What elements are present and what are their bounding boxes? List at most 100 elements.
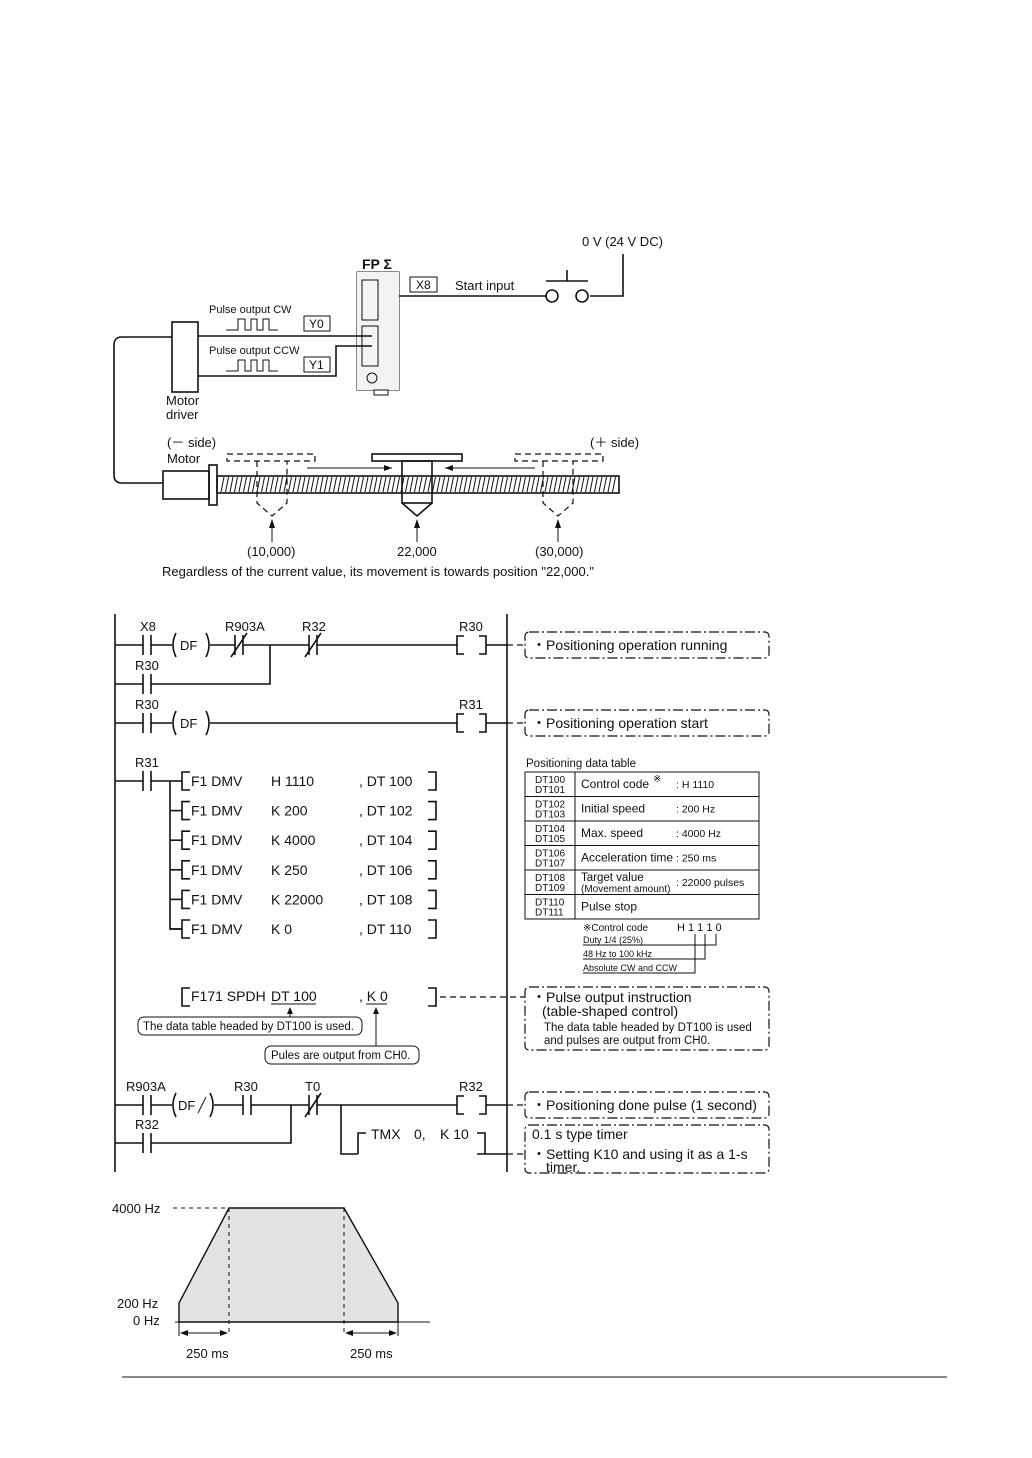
- thread-line: [229, 476, 234, 493]
- dt-item-value: : 4000 Hz: [676, 828, 721, 840]
- f171-bracket-right: [428, 987, 437, 1007]
- thread-line: [517, 476, 522, 493]
- r32-coil-right: [479, 1095, 487, 1115]
- f171-bracket-left: [181, 987, 190, 1007]
- thread-line: [598, 476, 603, 493]
- pulse-cw-waveform: [226, 318, 278, 331]
- pos-10000-label: (10,000): [247, 544, 295, 559]
- dmv-bracket-left: [181, 800, 190, 821]
- branch1-wire-b: [151, 645, 271, 685]
- start-input-label: Start input: [455, 278, 515, 293]
- thread-line: [481, 476, 486, 493]
- label-200hz: 200 Hz: [117, 1296, 158, 1311]
- thread-line: [463, 476, 468, 493]
- motor-body: [162, 470, 210, 500]
- df2-label: DF: [180, 716, 197, 731]
- thread-line: [580, 476, 585, 493]
- screw-thread: [220, 476, 616, 493]
- decel-span-head-right: [389, 1330, 397, 1336]
- dt-address-high: DT107: [535, 859, 565, 870]
- r30-coil-label: R30: [459, 619, 483, 634]
- r32-contact-slash: [304, 632, 322, 658]
- pulse-ccw-label: Pulse output CCW: [209, 345, 300, 357]
- note-ch0-box: [264, 1045, 420, 1065]
- comment-running-box: [524, 631, 770, 659]
- dmv-source: H 1110: [271, 773, 314, 789]
- r32-contact-label: R32: [135, 1117, 159, 1132]
- r30-coil-left: [456, 635, 464, 655]
- thread-line: [315, 476, 319, 493]
- label-0hz: 0 Hz: [133, 1313, 160, 1328]
- note-table-arrow-head: [287, 1007, 293, 1014]
- dmv-bracket-left: [181, 859, 190, 880]
- code-note-mode: Absolute CW and CCW: [583, 963, 678, 973]
- tmx-bracket-right: [477, 1132, 486, 1154]
- comment-timer-1: 0.1 s type timer: [532, 1126, 628, 1142]
- df1-right: [205, 632, 210, 658]
- plus-side-label: (＋ side): [590, 435, 639, 450]
- thread-line: [450, 476, 454, 493]
- thread-line: [225, 476, 229, 493]
- motor-driver-box: [171, 321, 199, 393]
- thread-line: [328, 476, 333, 493]
- dmv-bracket-right: [428, 859, 437, 880]
- pos-30000-label: (30,000): [535, 544, 583, 559]
- dt-address-low: DT108: [535, 873, 565, 884]
- thread-line: [346, 476, 351, 493]
- thread-line: [306, 476, 310, 493]
- dt-address-high: DT105: [535, 834, 565, 845]
- thread-line: [418, 476, 423, 493]
- ccw-wire: [198, 345, 372, 377]
- thread-line: [391, 476, 396, 493]
- thread-line: [459, 476, 463, 493]
- plc-foot: [373, 389, 389, 396]
- code-note-duty: Duty 1/4 (25%): [583, 935, 643, 945]
- thread-line: [472, 476, 477, 493]
- thread-line: [333, 476, 337, 493]
- thread-line: [499, 476, 504, 493]
- thread-line: [477, 476, 481, 493]
- thread-line: [297, 476, 301, 493]
- dmv-function: F1 DMV: [191, 832, 243, 848]
- speed-profile-trapezoid: [178, 1207, 399, 1323]
- thread-line: [535, 476, 540, 493]
- table-nut: [401, 460, 433, 504]
- thread-line: [256, 476, 261, 493]
- dmv-function: F1 DMV: [191, 921, 243, 937]
- motor-driver-label-2: driver: [166, 407, 199, 422]
- comment-pulse-1: ・Pulse output instruction: [532, 989, 692, 1005]
- comment-running: ・Positioning operation running: [532, 637, 727, 653]
- r30-contact-label: R30: [135, 658, 159, 673]
- thread-line: [387, 476, 391, 493]
- dmv-bracket-right: [428, 830, 437, 851]
- dt-address-low: DT100: [535, 775, 565, 786]
- dt-address-high: DT109: [535, 883, 565, 894]
- thread-line: [432, 476, 436, 493]
- comment-start-box: [524, 709, 770, 737]
- r32-top-label: R32: [302, 619, 326, 634]
- r32-coil-label: R32: [459, 1079, 483, 1094]
- start-button-contact-left: [545, 289, 559, 303]
- dt-item-name-sub: (Movement amount): [581, 884, 670, 895]
- thread-line: [589, 476, 594, 493]
- dt-item-name: Target value: [581, 872, 644, 884]
- dt-address-high: DT111: [535, 908, 564, 919]
- dmv-destination: , DT 100: [359, 773, 413, 789]
- thread-line: [441, 476, 445, 493]
- f171-label: F171 SPDH: [191, 988, 266, 1004]
- thread-line: [508, 476, 513, 493]
- df3-right: [209, 1092, 214, 1118]
- dmv-destination: , DT 102: [359, 803, 413, 819]
- dmv-bracket-left: [181, 889, 190, 910]
- thread-line: [396, 476, 400, 493]
- r903a-contact-slash: [230, 632, 248, 658]
- pulse-ccw-waveform: [226, 359, 278, 372]
- r903a-b-label: R903A: [126, 1079, 166, 1094]
- thread-line: [603, 476, 607, 493]
- r31-coil-right: [479, 713, 487, 733]
- table-top: [371, 453, 463, 462]
- thread-line: [445, 476, 450, 493]
- dmv-destination: , DT 104: [359, 832, 413, 848]
